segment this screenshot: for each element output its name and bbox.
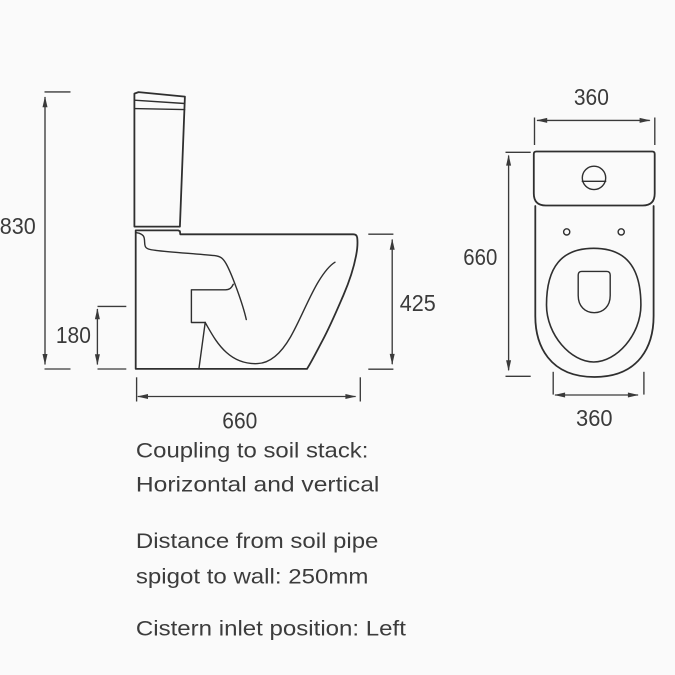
- svg-text:425: 425: [400, 290, 436, 316]
- svg-text:Horizontal and vertical: Horizontal and vertical: [136, 472, 380, 496]
- svg-text:Distance from soil pipe: Distance from soil pipe: [136, 529, 379, 553]
- svg-text:180: 180: [56, 322, 91, 348]
- svg-text:660: 660: [463, 244, 497, 270]
- svg-text:Coupling to soil stack:: Coupling to soil stack:: [136, 439, 369, 463]
- svg-text:660: 660: [222, 408, 257, 434]
- svg-text:830: 830: [0, 213, 36, 239]
- svg-text:360: 360: [574, 84, 609, 110]
- svg-text:Cistern inlet position: Left: Cistern inlet position: Left: [136, 616, 406, 640]
- svg-text:360: 360: [576, 405, 613, 431]
- svg-text:spigot to wall: 250mm: spigot to wall: 250mm: [136, 565, 369, 589]
